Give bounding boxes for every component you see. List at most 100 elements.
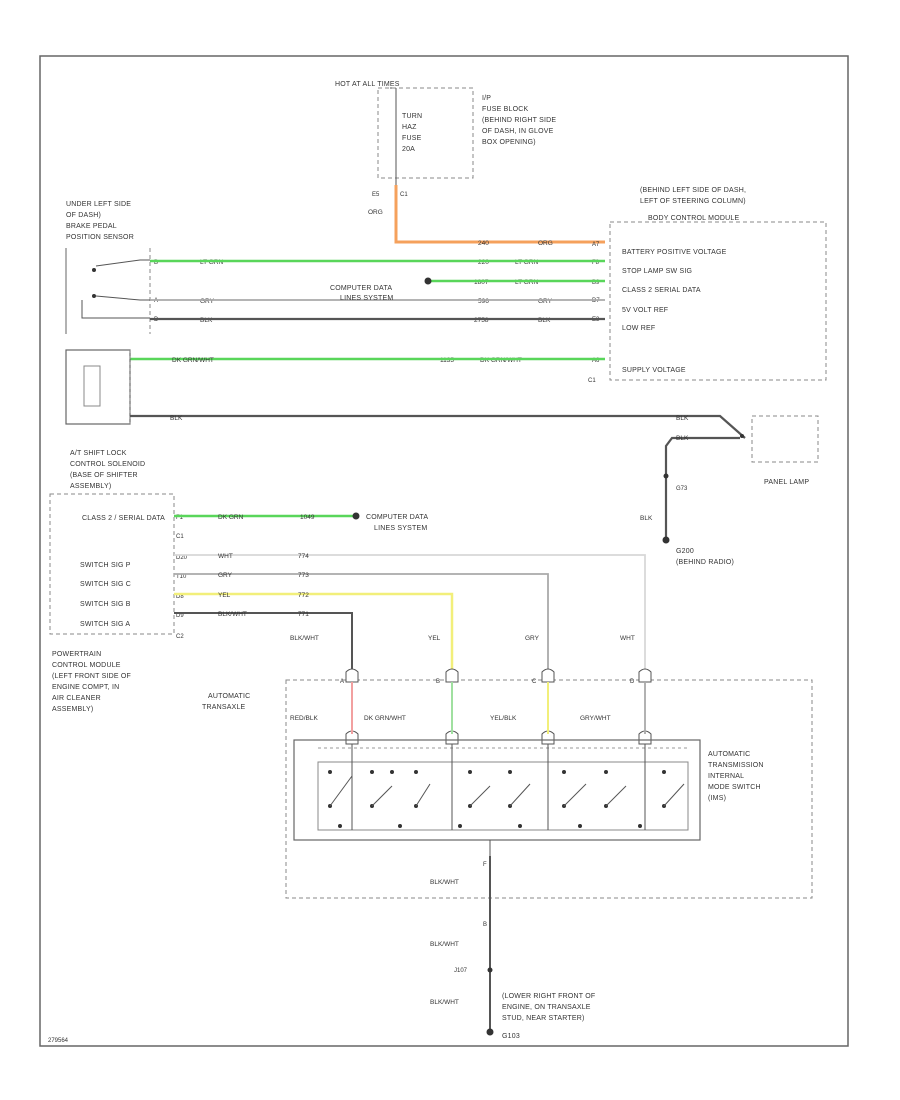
bcm-connector: C1 — [588, 378, 596, 384]
ground-location-1: (LOWER RIGHT FRONT OF — [502, 993, 595, 1000]
pcm-row-1-pin: D20 — [176, 555, 188, 561]
transaxle-pin-a: A — [340, 679, 344, 685]
bcm-row-5-color: DK GRN/WHT — [480, 357, 522, 364]
g200-name: G200 — [676, 548, 694, 555]
ground-location-3: STUD, NEAR STARTER) — [502, 1015, 585, 1022]
bcm-location-2: LEFT OF STEERING COLUMN) — [640, 198, 746, 205]
fuse-block-line-5: BOX OPENING) — [482, 139, 536, 146]
transaxle-lower-wire-a: RED/BLK — [290, 715, 318, 722]
bcm-row-5-circuit: 1135 — [440, 357, 454, 364]
bcm-row-4-circuit: 2758 — [474, 317, 489, 324]
switch-sig-b-wire — [174, 592, 454, 670]
ground-pin-f: F — [483, 862, 487, 868]
brake-wire-ltgrn: LT GRN — [200, 259, 224, 266]
transaxle-lower-wire-d: GRY/WHT — [580, 715, 611, 722]
ims-switch-arms — [329, 775, 685, 807]
orange-wire — [394, 185, 605, 244]
transaxle-lower-wire-b: DK GRN/WHT — [364, 715, 406, 722]
transaxle-upper-wire-d: WHT — [620, 635, 635, 642]
panel-lamp-wire-bottom: BLK — [676, 435, 689, 442]
diagram-frame — [39, 55, 849, 1047]
bcm-row-3-pin: D7 — [592, 298, 600, 304]
panel-lamp-wire-top: BLK — [676, 415, 689, 422]
transaxle-upper-wire-b: YEL — [428, 635, 441, 642]
switch-sig-a-wire — [174, 612, 353, 670]
fuse-pin-e: E5 — [372, 192, 380, 198]
pcm-row-0-color: DK GRN — [218, 514, 244, 521]
bcm-row-1-label: STOP LAMP SW SIG — [622, 268, 692, 275]
brake-pedal-position-sensor: UNDER LEFT SIDE OF DASH) BRAKE PEDAL POS… — [65, 201, 159, 334]
ims-label-1: AUTOMATIC — [708, 751, 750, 758]
transaxle-pin-b: B — [436, 679, 440, 685]
ground-splice: J107 — [454, 968, 468, 974]
fuse-name-4: 20A — [402, 146, 415, 153]
body-control-module: (BEHIND LEFT SIDE OF DASH, LEFT OF STEER… — [588, 187, 827, 384]
ims-switch-label: AUTOMATIC TRANSMISSION INTERNAL MODE SWI… — [708, 751, 763, 802]
pcm-row-0-pin: F1 — [176, 515, 184, 521]
fuse-wire-color: ORG — [368, 209, 383, 216]
fuse-name-3: FUSE — [402, 135, 422, 142]
bcm-row-4-label: LOW REF — [622, 325, 655, 332]
ground-wire-3: BLK/WHT — [430, 999, 459, 1006]
pcm-row-2-circuit: 773 — [298, 572, 309, 579]
pcm-line-3: (LEFT FRONT SIDE OF — [52, 673, 131, 680]
ground-pin-b: B — [483, 922, 487, 928]
shift-lock-line-4: ASSEMBLY) — [70, 483, 111, 490]
shift-lock-line-2: CONTROL SOLENOID — [70, 461, 145, 468]
brake-switch-line-1: UNDER LEFT SIDE — [66, 201, 131, 208]
pcm-row-3-pin: D8 — [176, 594, 184, 600]
shift-lock-solenoid: A/T SHIFT LOCK CONTROL SOLENOID (BASE OF… — [65, 349, 145, 490]
panel-lamp-ground-label: BLK — [640, 515, 653, 522]
fuse-pin-c: C1 — [400, 192, 408, 198]
computer-data-2-line-2: LINES SYSTEM — [374, 525, 427, 532]
bcm-row-1-circuit: 220 — [478, 259, 489, 266]
figure-number: 279564 — [48, 1038, 69, 1044]
ims-label-3: INTERNAL — [708, 773, 744, 780]
panel-lamp: PANEL LAMP — [740, 415, 819, 486]
bcm-row-2-color: LT GRN — [515, 279, 539, 286]
brake-pin-b: B — [154, 260, 158, 266]
bcm-row-0-color: ORG — [538, 240, 553, 247]
pcm-row-2-pin: T10 — [176, 574, 187, 580]
panel-lamp-label: PANEL LAMP — [764, 479, 809, 486]
transaxle-lower-wire-c: YEL/BLK — [490, 715, 517, 722]
fuse-name-2: HAZ — [402, 124, 417, 131]
pcm-line-5: AIR CLEANER — [52, 695, 101, 702]
pcm-row-4-label: SWITCH SIG A — [80, 621, 130, 628]
panel-lamp-wire — [130, 414, 746, 439]
pcm-row-4-color: BLK/WHT — [218, 611, 247, 618]
pcm-row-0-label: CLASS 2 / SERIAL DATA — [82, 515, 165, 522]
transaxle-connectors — [345, 668, 652, 745]
brake-wire-gry: GRY — [200, 298, 215, 305]
pcm-connector-bottom: C2 — [176, 634, 184, 640]
pcm-row-3-color: YEL — [218, 592, 231, 599]
ims-label-5: (IMS) — [708, 795, 726, 802]
transaxle-pin-d: D — [630, 679, 635, 685]
bcm-row-3-color: GRY — [538, 298, 553, 305]
brake-pin-a: A — [154, 298, 158, 304]
ground-wire-1: BLK/WHT — [430, 879, 459, 886]
pcm-line-4: ENGINE COMPT, IN — [52, 684, 119, 691]
pcm-row-1-circuit: 774 — [298, 553, 309, 560]
brake-wire-blk: BLK — [200, 317, 213, 324]
bcm-wire-labels: 240 ORG 220 LT GRN 1807 LT GRN 596 GRY 2… — [440, 240, 553, 364]
internal-mode-switch — [293, 739, 701, 856]
computer-data-1-line-2: LINES SYSTEM — [340, 295, 393, 302]
bcm-row-4-color: BLK — [538, 317, 551, 324]
bcm-row-3-circuit: 596 — [478, 298, 489, 305]
transaxle-pin-c: C — [532, 679, 537, 685]
pcm-row-1-label: SWITCH SIG P — [80, 562, 131, 569]
powertrain-control-module: CLASS 2 / SERIAL DATA SWITCH SIG P SWITC… — [49, 493, 188, 713]
switch-sig-c-wire — [174, 573, 549, 670]
pcm-row-1-color: WHT — [218, 553, 233, 560]
brake-switch-line-3: BRAKE PEDAL — [66, 223, 117, 230]
panel-lamp-ground-wire — [664, 436, 740, 540]
bcm-row-0-pin: A7 — [592, 242, 600, 248]
bcm-row-5-label: SUPPLY VOLTAGE — [622, 367, 686, 374]
brake-switch-line-2: OF DASH) — [66, 212, 101, 219]
fuse-name-1: TURN — [402, 113, 422, 120]
switch-sig-p-wire — [174, 554, 646, 670]
transaxle-label-2: TRANSAXLE — [202, 704, 246, 711]
panel-lamp-splice: G73 — [676, 486, 688, 492]
